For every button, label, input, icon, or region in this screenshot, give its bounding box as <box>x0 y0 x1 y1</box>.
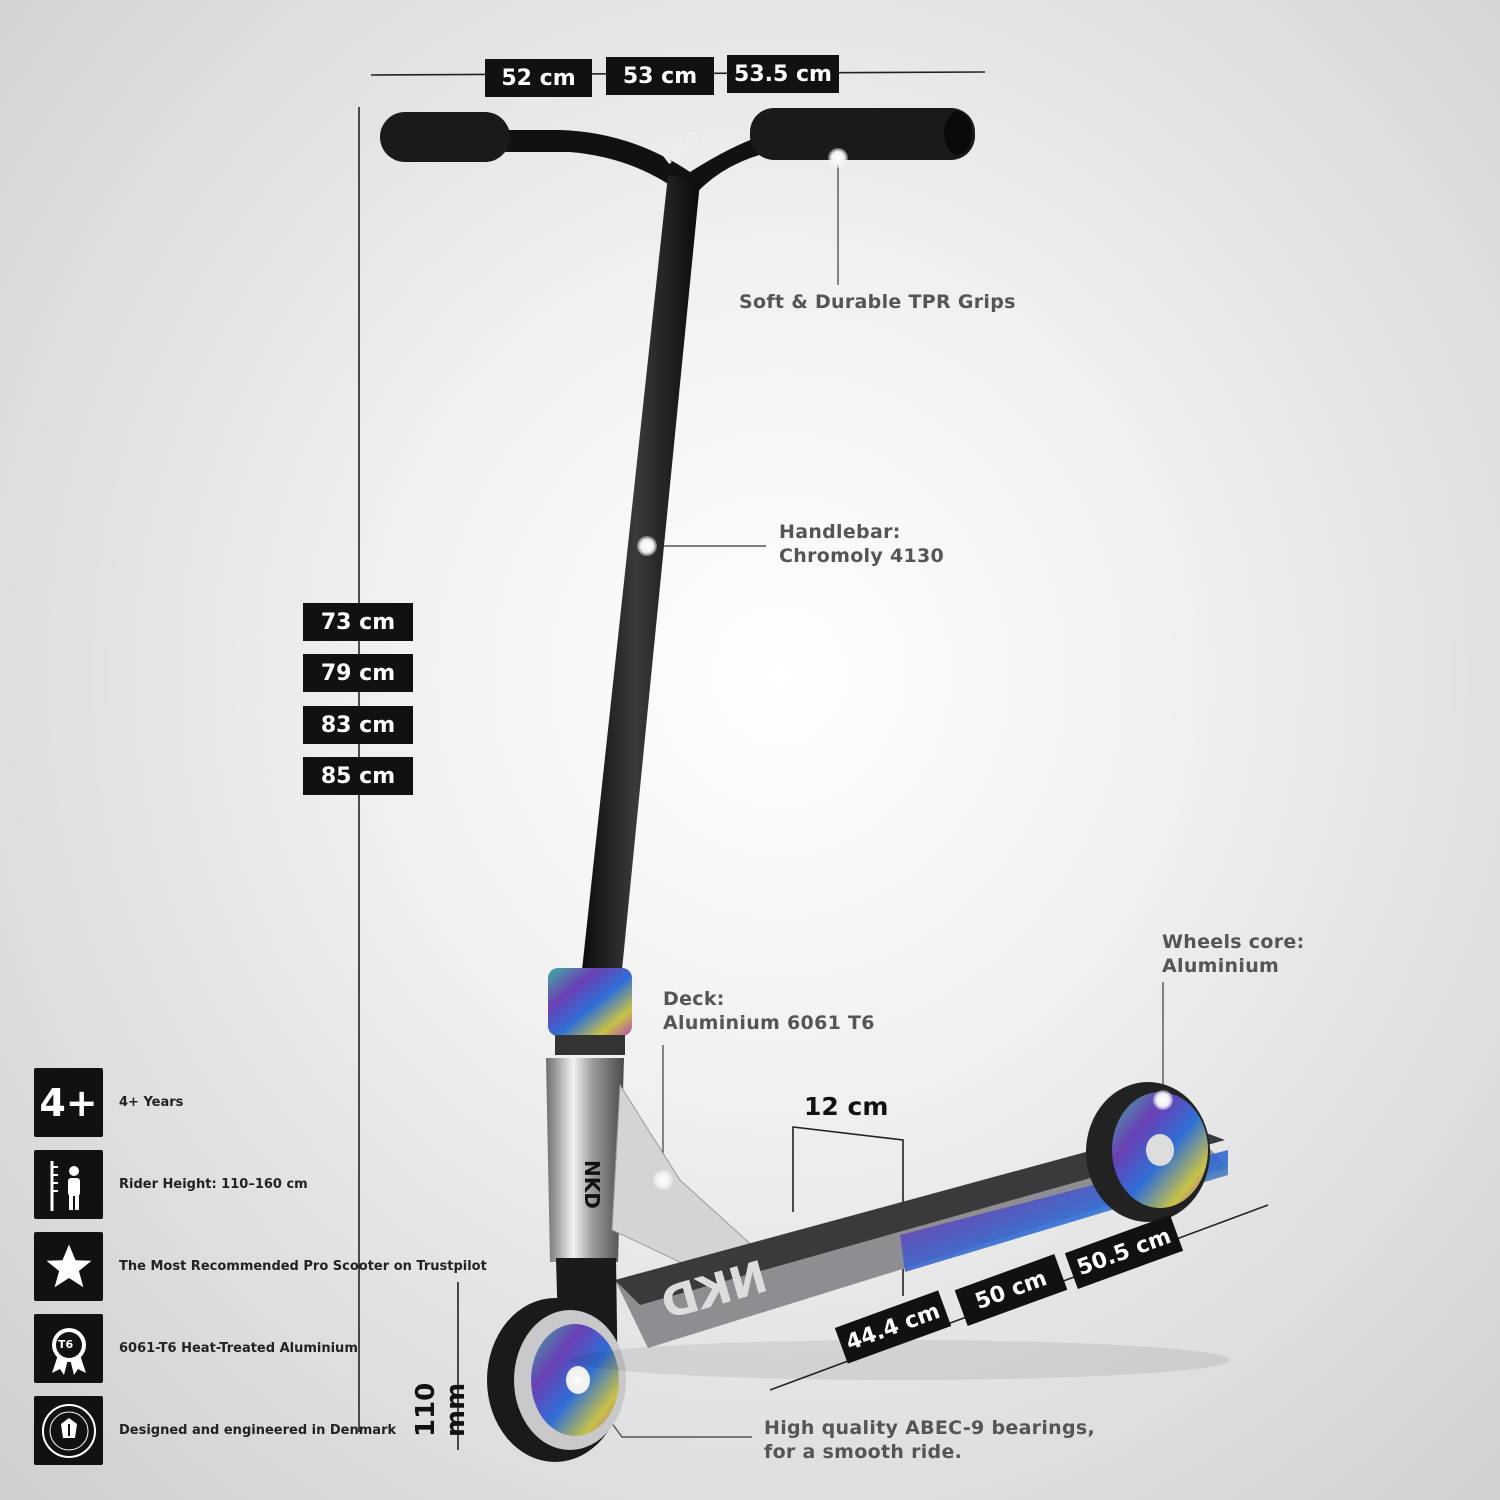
handlebar-label: Handlebar: Chromoly 4130 <box>779 520 944 568</box>
headtube <box>546 1058 624 1262</box>
bearings-label: High quality ABEC-9 bearings, for a smoo… <box>764 1416 1095 1464</box>
deck-text-1: Deck: <box>663 988 725 1010</box>
feature-rider-height: Rider Height: 110–160 cm <box>119 1177 308 1192</box>
wheel-size: 110 mm <box>411 1382 471 1437</box>
rainbow-clamp <box>548 968 632 1036</box>
handlebar-text-2: Chromoly 4130 <box>779 545 945 567</box>
height-dim-3: 83 cm <box>303 706 413 744</box>
rider-height-svg <box>50 1160 80 1211</box>
star-svg <box>46 1244 91 1287</box>
star-icon <box>34 1232 103 1301</box>
feature-trustpilot: The Most Recommended Pro Scooter on Trus… <box>119 1259 487 1274</box>
bearings-text-1: High quality ABEC-9 bearings, <box>764 1417 1096 1439</box>
t6-medal-icon: T6 <box>34 1314 103 1383</box>
danish-design-seal-svg <box>41 1403 96 1458</box>
deck-width: 12 cm <box>804 1092 889 1121</box>
age-icon: 4+ <box>34 1068 103 1137</box>
feature-denmark: Designed and engineered in Denmark <box>119 1423 397 1438</box>
wheels-text-1: Wheels core: <box>1162 931 1305 953</box>
bearings-dot <box>568 1370 588 1390</box>
handlebar-dot <box>637 536 657 556</box>
t6-medal-svg <box>51 1327 86 1375</box>
rear-wheel <box>1086 1082 1210 1222</box>
handlebar: NKD <box>380 108 975 970</box>
age-badge-text: 4+ <box>39 1080 98 1125</box>
feature-aluminium: 6061-T6 Heat-Treated Aluminium <box>119 1341 358 1356</box>
width-dim-3: 53.5 cm <box>727 55 839 93</box>
grips-label: Soft & Durable TPR Grips <box>739 290 1016 314</box>
svg-text:NKD: NKD <box>658 125 706 169</box>
grips-text: Soft & Durable TPR Grips <box>739 291 1016 313</box>
feature-age: 4+ Years <box>119 1095 184 1110</box>
width-dim-1: 52 cm <box>485 59 592 97</box>
grips-dot <box>828 148 848 168</box>
height-dim-2: 79 cm <box>303 654 413 692</box>
deck-dot <box>653 1170 673 1190</box>
wheels-core-dot <box>1153 1090 1173 1110</box>
bearings-text-2: for a smooth ride. <box>764 1441 963 1463</box>
danish-design-seal-icon <box>34 1396 103 1465</box>
height-dim-4: 85 cm <box>303 757 413 795</box>
handlebar-text-1: Handlebar: <box>779 521 901 543</box>
height-dim-1: 73 cm <box>303 603 413 641</box>
svg-text:NKD: NKD <box>580 1160 604 1209</box>
wheels-core-label: Wheels core: Aluminium <box>1162 930 1304 978</box>
width-dim-2: 53 cm <box>606 57 714 95</box>
deck-label: Deck: Aluminium 6061 T6 <box>663 987 875 1035</box>
deck-text-2: Aluminium 6061 T6 <box>663 1012 875 1034</box>
rider-height-icon <box>34 1150 103 1219</box>
wheels-text-2: Aluminium <box>1162 955 1280 977</box>
t6-badge-text: T6 <box>58 1338 74 1351</box>
